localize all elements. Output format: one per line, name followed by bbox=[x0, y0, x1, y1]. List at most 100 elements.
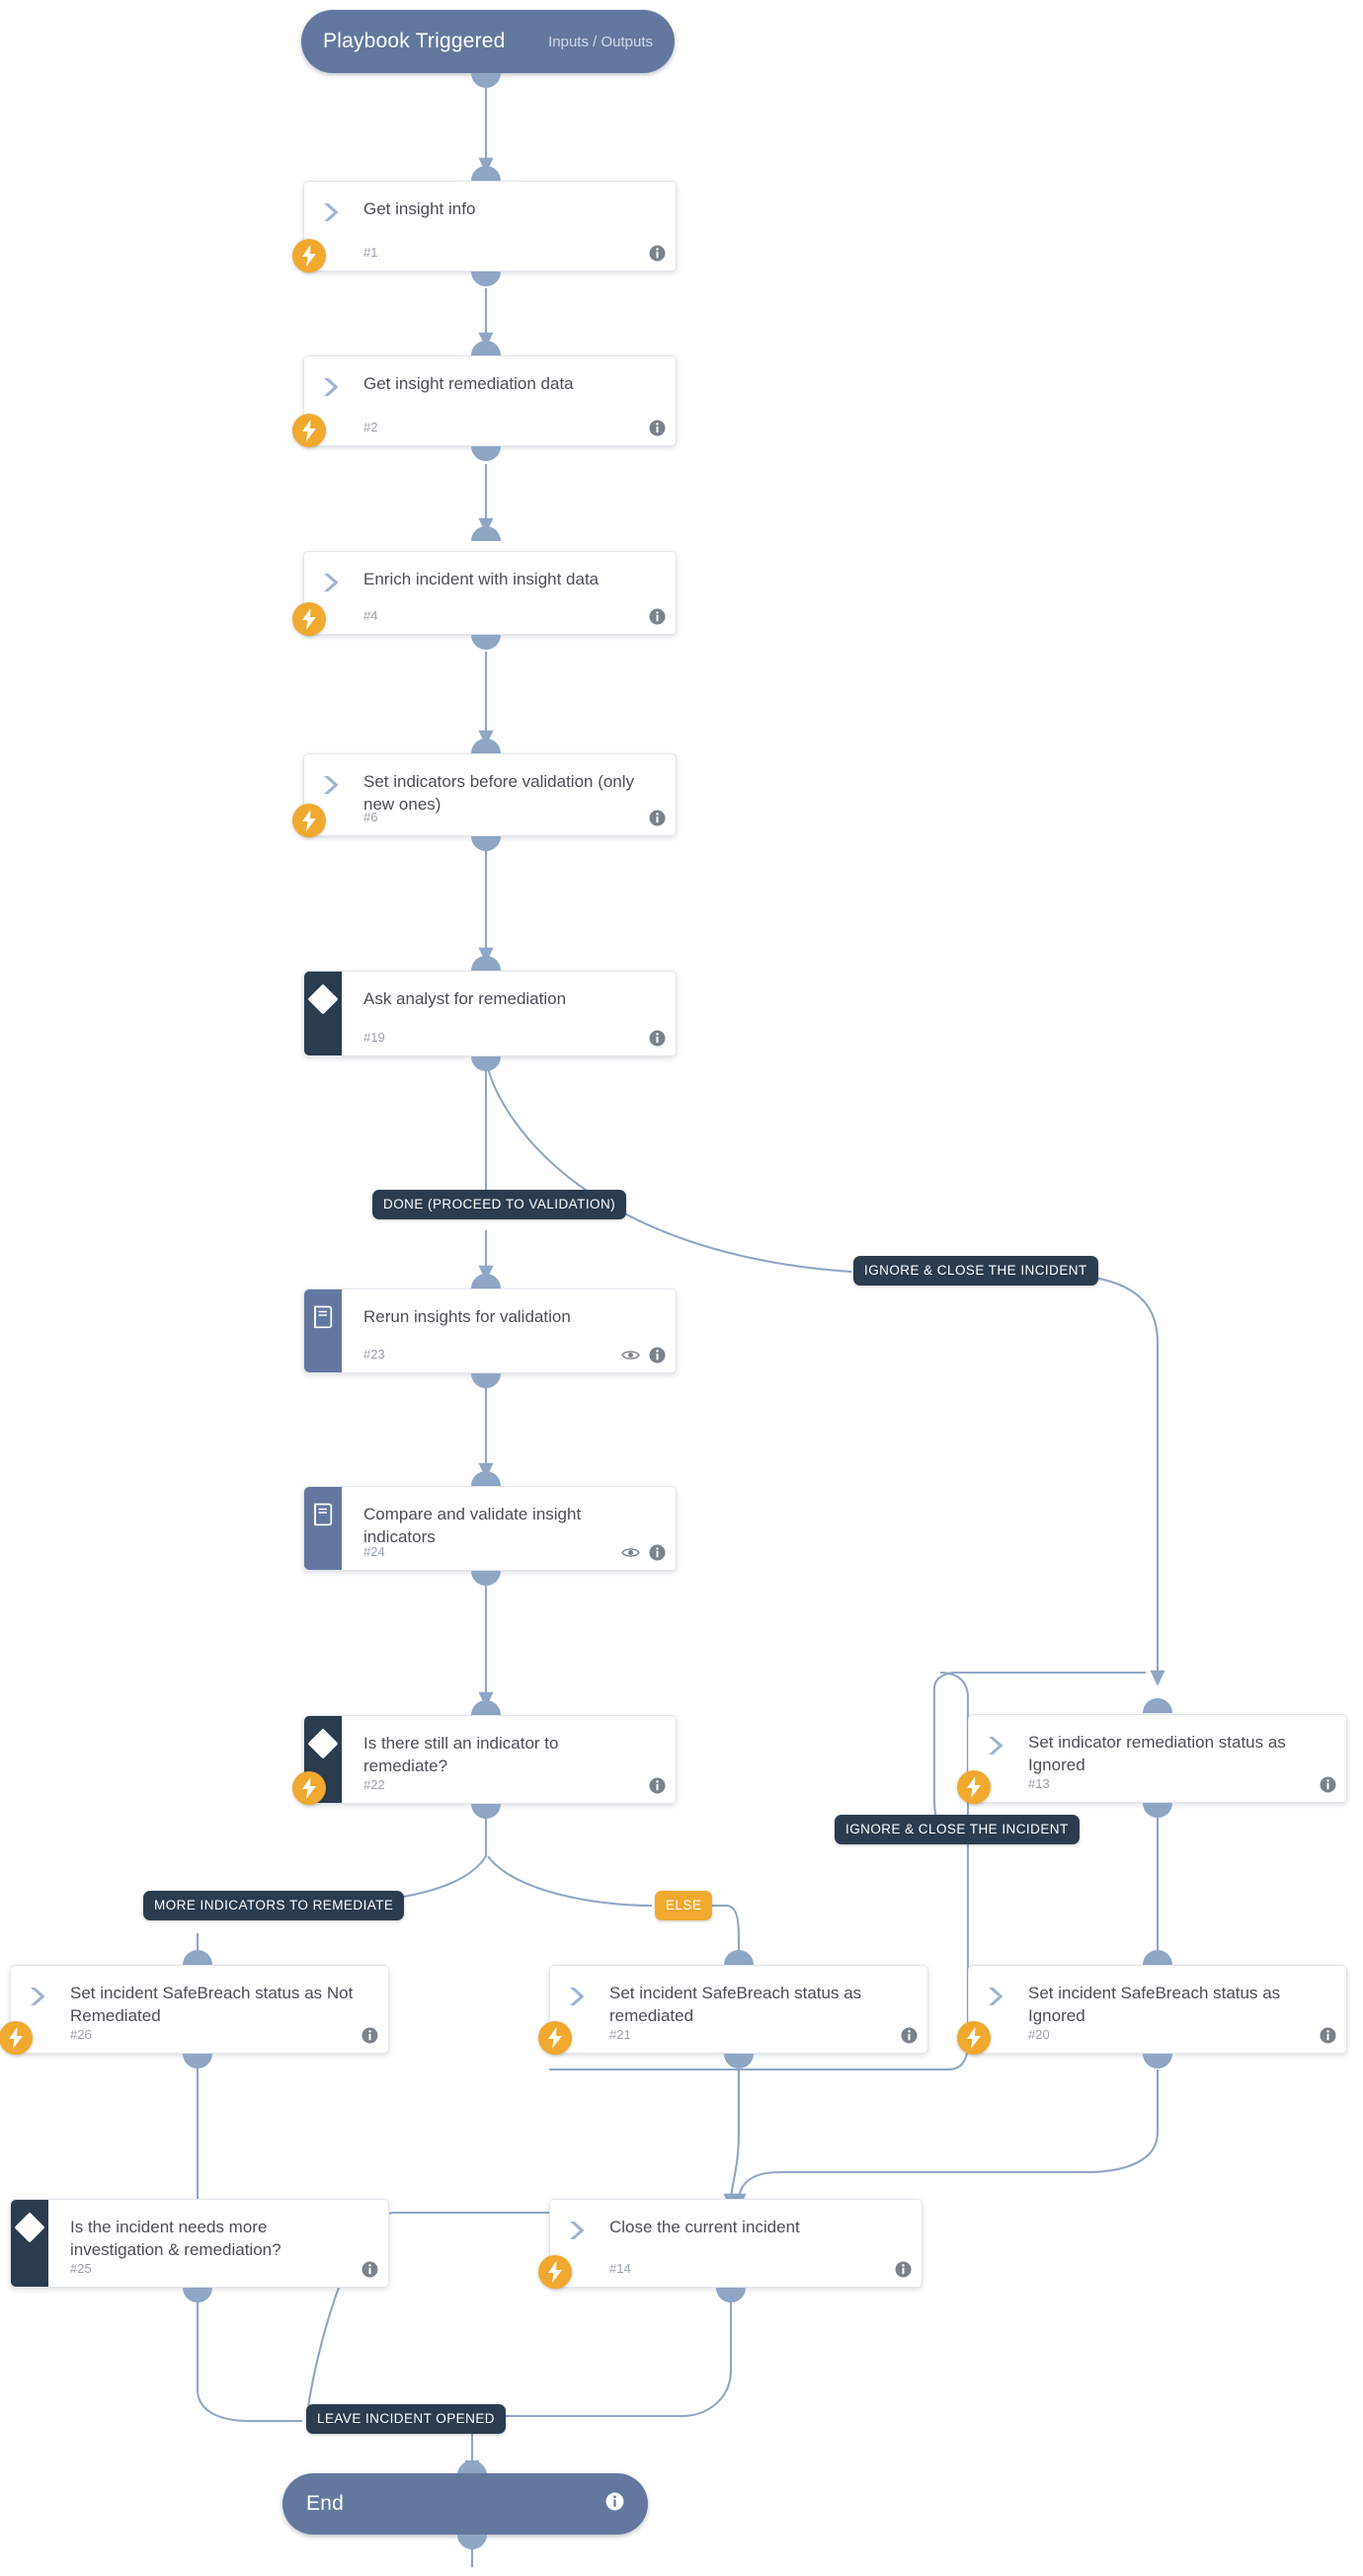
condition-stripe bbox=[11, 2200, 48, 2287]
card-icons bbox=[649, 1030, 666, 1047]
info-icon[interactable] bbox=[895, 2261, 912, 2278]
playbook-end-node[interactable]: End bbox=[282, 2473, 648, 2535]
socket-in-n13 bbox=[1143, 1698, 1172, 1713]
info-icon[interactable] bbox=[605, 2492, 624, 2511]
info-icon[interactable] bbox=[649, 608, 666, 625]
socket-out-n14 bbox=[716, 2288, 746, 2303]
command-icon bbox=[324, 776, 339, 794]
command-icon bbox=[570, 1988, 585, 2005]
task-number: #22 bbox=[363, 1777, 385, 1792]
socket-out-n23 bbox=[471, 1373, 501, 1388]
info-icon[interactable] bbox=[1320, 2027, 1336, 2044]
task-card-is-there-still-indicator[interactable]: Is there still an indicator to remediate… bbox=[292, 1715, 677, 1805]
socket-out-n19 bbox=[471, 1056, 501, 1071]
card-icons bbox=[621, 1544, 666, 1561]
task-card-status-remediated[interactable]: Set incident SafeBreach status as remedi… bbox=[538, 1965, 928, 2055]
task-title: Set incident SafeBreach status as Not Re… bbox=[70, 1984, 354, 2026]
card-icons bbox=[621, 1347, 666, 1364]
task-card-is-incident-needs-more-investigation[interactable]: Is the incident needs more investigation… bbox=[10, 2199, 389, 2288]
task-number: #25 bbox=[70, 2261, 92, 2276]
task-number: #4 bbox=[363, 608, 378, 623]
task-title: Set indicators before validation (only n… bbox=[363, 772, 635, 815]
edge-label-ignore-close-1[interactable]: IGNORE & CLOSE THE INCIDENT bbox=[853, 1256, 1098, 1286]
task-card-set-indicators-before-validation[interactable]: Set indicators before validation (only n… bbox=[292, 753, 677, 837]
trigger-title: Playbook Triggered bbox=[323, 30, 506, 52]
task-card-status-not-remediated[interactable]: Set incident SafeBreach status as Not Re… bbox=[0, 1965, 389, 2055]
trigger-inputs-outputs-link[interactable]: Inputs / Outputs bbox=[548, 33, 653, 50]
socket-in-end bbox=[457, 2460, 487, 2475]
info-icon[interactable] bbox=[649, 1030, 666, 1047]
task-card-get-insight-info[interactable]: Get insight info #1 bbox=[292, 181, 677, 273]
task-card-rerun-insights-for-validation[interactable]: Rerun insights for validation #23 bbox=[303, 1288, 677, 1373]
end-info-icon-wrap bbox=[605, 2492, 624, 2516]
task-title: Set incident SafeBreach status as Ignore… bbox=[1028, 1984, 1281, 2026]
card-icons bbox=[649, 608, 666, 625]
task-card-status-ignored[interactable]: Set incident SafeBreach status as Ignore… bbox=[957, 1965, 1347, 2055]
automation-bolt-icon bbox=[0, 2021, 33, 2055]
task-title: Is there still an indicator to remediate… bbox=[363, 1734, 559, 1776]
task-card-get-insight-remediation-data[interactable]: Get insight remediation data #2 bbox=[292, 355, 677, 447]
socket-out-end bbox=[457, 2535, 487, 2549]
socket-out-n2 bbox=[471, 446, 501, 461]
task-card-set-indicator-status-ignored[interactable]: Set indicator remediation status as Igno… bbox=[957, 1714, 1347, 1804]
task-title: Is the incident needs more investigation… bbox=[70, 2218, 281, 2260]
edge-label-leave-incident-opened[interactable]: LEAVE INCIDENT OPENED bbox=[306, 2404, 506, 2434]
info-icon[interactable] bbox=[901, 2027, 918, 2044]
info-icon[interactable] bbox=[649, 1544, 666, 1561]
task-title: Compare and validate insight indicators bbox=[363, 1505, 582, 1547]
task-number: #24 bbox=[363, 1544, 385, 1559]
card-icons bbox=[895, 2261, 912, 2278]
automation-bolt-icon bbox=[292, 602, 326, 636]
eye-icon[interactable] bbox=[621, 1349, 640, 1362]
automation-bolt-icon bbox=[292, 239, 326, 273]
info-icon[interactable] bbox=[649, 1347, 666, 1364]
socket-out-trigger bbox=[471, 73, 501, 88]
card-icons bbox=[361, 2261, 378, 2278]
task-card-close-current-incident[interactable]: Close the current incident #14 bbox=[538, 2199, 922, 2289]
command-icon bbox=[31, 1988, 45, 2005]
info-icon[interactable] bbox=[649, 810, 666, 826]
edge-label-done-proceed[interactable]: DONE (PROCEED TO VALIDATION) bbox=[372, 1190, 627, 1219]
info-icon[interactable] bbox=[1320, 1776, 1336, 1793]
task-title: Get insight info bbox=[363, 199, 476, 218]
edge-label-ignore-close-2[interactable]: IGNORE & CLOSE THE INCIDENT bbox=[835, 1815, 1080, 1844]
task-number: #13 bbox=[1028, 1776, 1050, 1791]
subplaybook-stripe bbox=[304, 1487, 342, 1570]
socket-out-n24 bbox=[471, 1571, 501, 1586]
info-icon[interactable] bbox=[361, 2027, 378, 2044]
card-icons bbox=[901, 2027, 918, 2044]
automation-bolt-icon bbox=[538, 2021, 572, 2055]
card-icons bbox=[649, 810, 666, 826]
task-title: Set incident SafeBreach status as remedi… bbox=[609, 1984, 862, 2026]
eye-icon[interactable] bbox=[621, 1546, 640, 1559]
edge-label-else[interactable]: ELSE bbox=[655, 1891, 713, 1920]
info-icon[interactable] bbox=[361, 2261, 378, 2278]
socket-out-n20 bbox=[1143, 2054, 1172, 2069]
socket-in-n26 bbox=[183, 1950, 212, 1965]
playbook-trigger-node[interactable]: Playbook Triggered Inputs / Outputs bbox=[301, 10, 675, 73]
edge-label-more-indicators[interactable]: MORE INDICATORS TO REMEDIATE bbox=[143, 1891, 405, 1920]
info-icon[interactable] bbox=[649, 420, 666, 436]
condition-stripe bbox=[304, 972, 342, 1055]
command-icon bbox=[324, 574, 339, 591]
task-number: #20 bbox=[1028, 2027, 1050, 2042]
socket-in-n6 bbox=[471, 739, 501, 753]
socket-out-n22 bbox=[471, 1804, 501, 1819]
task-card-enrich-incident[interactable]: Enrich incident with insight data #4 bbox=[292, 551, 677, 636]
socket-out-n26 bbox=[183, 2054, 212, 2069]
socket-out-n6 bbox=[471, 836, 501, 851]
socket-in-n22 bbox=[471, 1700, 501, 1715]
info-icon[interactable] bbox=[649, 1777, 666, 1794]
card-icons bbox=[649, 1777, 666, 1794]
info-icon[interactable] bbox=[649, 245, 666, 262]
automation-bolt-icon bbox=[957, 1770, 991, 1804]
book-icon bbox=[314, 1305, 333, 1329]
task-title: Close the current incident bbox=[609, 2218, 800, 2236]
socket-in-n21 bbox=[724, 1950, 754, 1965]
task-number: #23 bbox=[363, 1347, 385, 1362]
end-title: End bbox=[306, 2492, 344, 2515]
task-card-ask-analyst-for-remediation[interactable]: Ask analyst for remediation #19 bbox=[303, 971, 677, 1056]
task-card-compare-validate-indicators[interactable]: Compare and validate insight indicators … bbox=[303, 1486, 677, 1571]
socket-out-n1 bbox=[471, 272, 501, 286]
